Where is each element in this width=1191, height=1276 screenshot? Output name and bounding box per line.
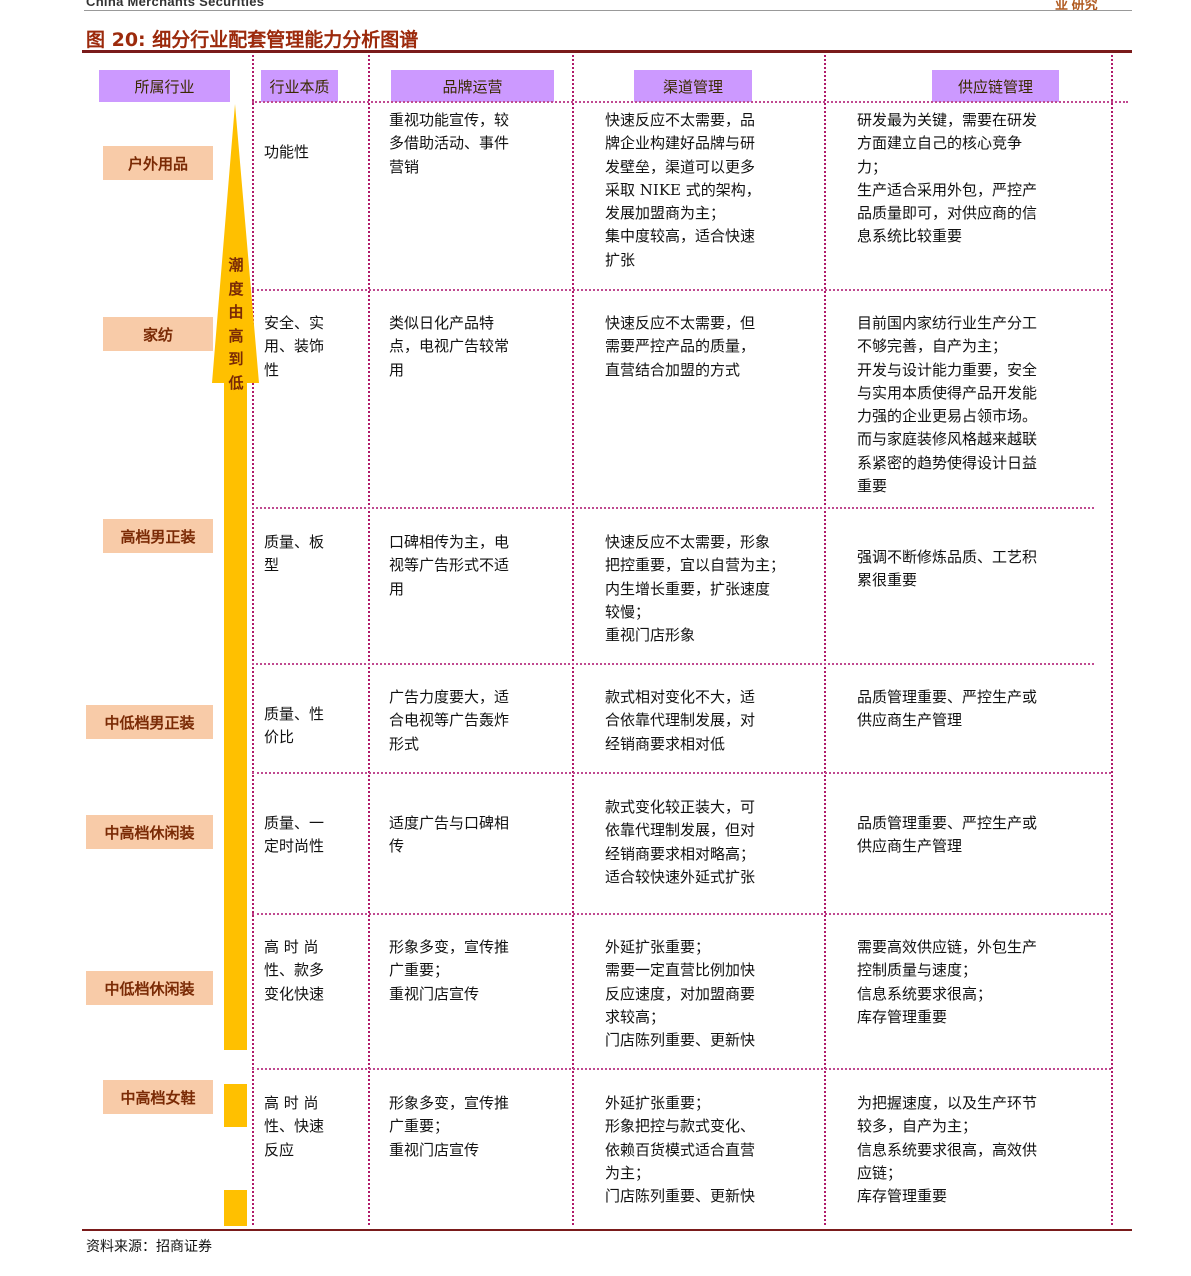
colhead-brand: 品牌运营 (391, 70, 554, 102)
cell-nature: 高 时 尚 性、款多 变化快速 (264, 938, 325, 1003)
trend-arrow-shape (212, 104, 259, 1050)
cell-supply: 为把握速度，以及生产环节 较多，自产为主； 信息系统要求很高，高效供 应链； 库… (857, 1094, 1038, 1206)
figure-title: 图 20: 细分行业配套管理能力分析图谱 (86, 29, 419, 51)
grid-vline-4 (824, 55, 826, 1225)
cell-channel: 款式相对变化不大，适 合依靠代理制发展，对 经销商要求相对低 (605, 688, 756, 753)
cell-brand: 重视功能宣传，较 多借助活动、事件 营销 (389, 111, 510, 176)
cell-channel: 快速反应不太需要，但 需要严控产品的质量， 直营结合加盟的方式 (605, 314, 756, 379)
colhead-supply: 供应链管理 (932, 70, 1059, 102)
industry-label: 中低档男正装 (86, 705, 213, 739)
grid-vline-5 (1111, 55, 1113, 1225)
industry-label: 中低档休闲装 (86, 971, 213, 1005)
cell-brand: 形象多变，宣传推 广重要； 重视门店宣传 (389, 1094, 510, 1159)
colhead-channel: 渠道管理 (634, 70, 752, 102)
header-right-fragment: 业 研究 (1055, 0, 1098, 12)
grid-vline-2 (368, 55, 370, 1225)
cell-supply: 目前国内家纺行业生产分工 不够完善，自产为主； 开发与设计能力重要，安全 与实用… (857, 314, 1038, 496)
grid-hline-1 (252, 289, 1111, 291)
header-rule (84, 10, 1132, 11)
trend-arrow-segment (224, 1084, 247, 1127)
grid-hline-4 (252, 772, 1111, 774)
grid-hline-2 (252, 507, 1094, 509)
cell-brand: 适度广告与口碑相 传 (389, 814, 510, 856)
grid-hline-6 (252, 1068, 1111, 1070)
cell-supply: 需要高效供应链，外包生产 控制质量与速度； 信息系统要求很高； 库存管理重要 (857, 938, 1038, 1026)
cell-channel: 快速反应不太需要，形象 把控重要，宜以自营为主； 内生增长重要，扩张速度 较慢；… (605, 533, 786, 645)
industry-label: 户外用品 (103, 146, 213, 180)
cell-nature: 高 时 尚 性、快速 反应 (264, 1094, 325, 1159)
top-rule (82, 50, 1132, 53)
cell-supply: 强调不断修炼品质、工艺积 累很重要 (857, 548, 1038, 590)
cell-brand: 口碑相传为主，电 视等广告形式不适 用 (389, 533, 510, 598)
cell-supply: 品质管理重要、严控生产或 供应商生产管理 (857, 688, 1038, 730)
grid-hline-3 (252, 663, 1094, 665)
source-note: 资料来源：招商证券 (86, 1239, 212, 1255)
colhead-nature: 行业本质 (261, 70, 338, 102)
cell-brand: 广告力度要大，适 合电视等广告轰炸 形式 (389, 688, 510, 753)
cell-supply: 研发最为关键，需要在研发 方面建立自己的核心竞争 力； 生产适合采用外包，严控产… (857, 111, 1038, 246)
cell-nature: 功能性 (264, 143, 310, 161)
grid-hline-header (252, 101, 1128, 103)
industry-label: 中高档休闲装 (86, 815, 213, 849)
cell-channel: 款式变化较正装大，可 依靠代理制发展，但对 经销商要求相对略高； 适合较快速外延… (605, 798, 756, 886)
bottom-rule (82, 1229, 1132, 1231)
grid-vline-1 (252, 55, 254, 1225)
cell-supply: 品质管理重要、严控生产或 供应商生产管理 (857, 814, 1038, 856)
cell-channel: 外延扩张重要； 需要一定直营比例加快 反应速度，对加盟商要 求较高； 门店陈列重… (605, 938, 756, 1050)
cell-nature: 质量、板 型 (264, 533, 325, 575)
cell-nature: 质量、一 定时尚性 (264, 814, 325, 856)
industry-label: 家纺 (103, 317, 213, 351)
trend-arrow-segment (224, 1190, 247, 1226)
cell-nature: 安全、实 用、装饰 性 (264, 314, 325, 379)
cell-channel: 快速反应不太需要，品 牌企业构建好品牌与研 发壁垒，渠道可以更多 采取 NIKE… (605, 111, 761, 269)
trend-arrow-label: 潮度由高到低 (228, 256, 244, 392)
grid-hline-5 (252, 913, 1111, 915)
header-brand: China Merchants Securities (86, 0, 265, 9)
colhead-industry: 所属行业 (99, 70, 230, 102)
industry-label: 高档男正装 (103, 519, 213, 553)
grid-vline-3 (572, 55, 574, 1225)
cell-brand: 类似日化产品特 点，电视广告较常 用 (389, 314, 510, 379)
cell-channel: 外延扩张重要； 形象把控与款式变化、 依赖百货模式适合直营 为主； 门店陈列重要… (605, 1094, 756, 1206)
industry-label: 中高档女鞋 (103, 1080, 213, 1114)
cell-brand: 形象多变，宣传推 广重要； 重视门店宣传 (389, 938, 510, 1003)
cell-nature: 质量、性 价比 (264, 705, 325, 747)
